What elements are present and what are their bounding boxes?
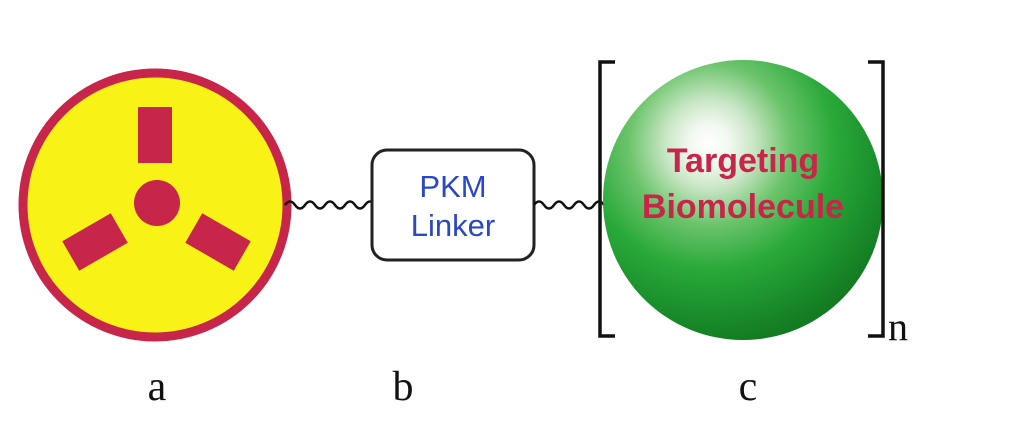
sphere-label-line1: Targeting — [667, 142, 819, 180]
linker-box-outline — [370, 148, 536, 262]
right-bracket — [868, 60, 885, 338]
linker-label-line1: PKM — [419, 169, 486, 204]
wavy-connector-left — [283, 200, 377, 210]
caption-b: b — [393, 364, 414, 410]
bracket-subscript: n — [888, 304, 908, 349]
linker-box: PKM Linker — [370, 148, 536, 262]
radiation-symbol-icon — [18, 68, 292, 342]
left-bracket — [598, 60, 615, 338]
caption-c: c — [739, 364, 758, 410]
symbol-blade-top — [138, 107, 172, 163]
linker-label-line2: Linker — [411, 208, 495, 243]
symbol-blade-left — [62, 213, 128, 271]
sphere-body — [603, 60, 883, 340]
symbol-center — [134, 180, 180, 226]
symbol-blade-right — [185, 213, 251, 271]
biomolecule-sphere: Targeting Biomolecule — [603, 60, 883, 340]
caption-a: a — [148, 364, 167, 410]
wavy-connector-right — [532, 200, 606, 210]
sphere-label-line2: Biomolecule — [642, 188, 844, 226]
